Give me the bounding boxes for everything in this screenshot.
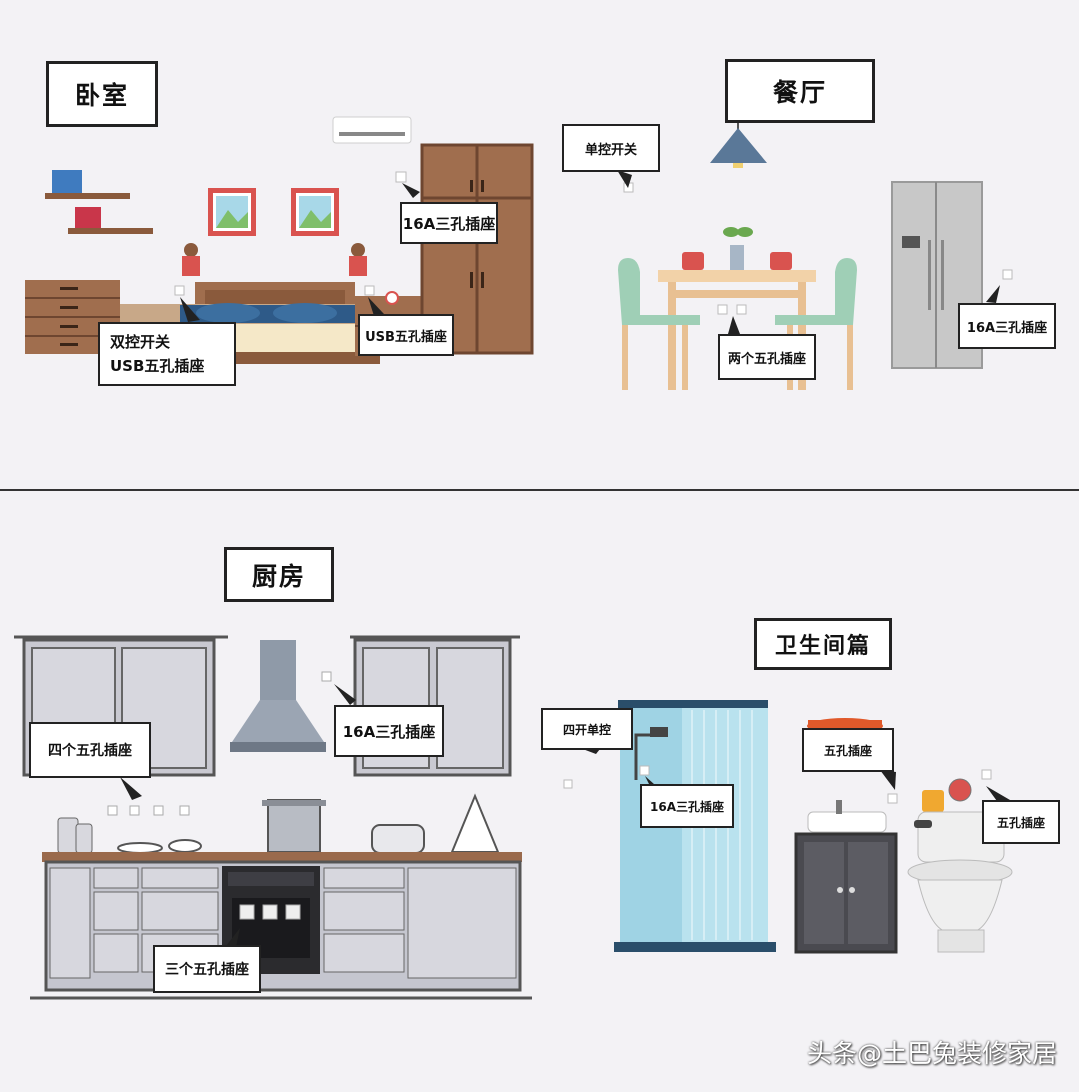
callout-bathroom-toilet: 五孔插座 [982, 800, 1060, 844]
callout-kitchen-hood: 16A三孔插座 [334, 705, 444, 757]
countertop [42, 852, 522, 862]
callout-dining-table: 两个五孔插座 [718, 334, 816, 380]
bedside-lamps [182, 243, 367, 276]
callout-bathroom-switch: 四开单控 [541, 708, 633, 750]
range-hood [230, 640, 326, 752]
air-conditioner [332, 116, 412, 144]
callout-bedroom-bed-left-line2: USB五孔插座 [110, 357, 205, 375]
section-title-kitchen: 厨房 [224, 547, 334, 602]
callout-bathroom-shower: 16A三孔插座 [640, 784, 734, 828]
callout-kitchen-counter: 四个五孔插座 [29, 722, 151, 778]
callout-dining-fridge: 16A三孔插座 [958, 303, 1056, 349]
callout-kitchen-oven: 三个五孔插座 [153, 945, 261, 993]
pendant-lamp [710, 128, 767, 163]
callout-bedroom-bed-left: 双控开关 USB五孔插座 [98, 322, 236, 386]
watermark-text: 头条@土巴兔装修家居 [806, 1039, 1057, 1068]
callout-bedroom-bed-right: USB五孔插座 [358, 314, 454, 356]
section-title-dining: 餐厅 [725, 59, 875, 123]
callout-bedroom-ac-socket: 16A三孔插座 [400, 202, 498, 244]
picture-frames [208, 188, 339, 236]
section-title-bathroom: 卫生间篇 [754, 618, 892, 670]
callout-dining-switch: 单控开关 [562, 124, 660, 172]
wardrobe [420, 143, 534, 355]
cooking-pot [267, 799, 321, 853]
wall-shelves [45, 170, 153, 234]
callout-bedroom-bed-left-line1: 双控开关 [110, 333, 171, 351]
toilet [907, 778, 1013, 953]
callout-bathroom-mirror: 五孔插座 [802, 728, 894, 772]
kitchen-scene [14, 635, 532, 1000]
section-title-bedroom: 卧室 [46, 61, 158, 127]
